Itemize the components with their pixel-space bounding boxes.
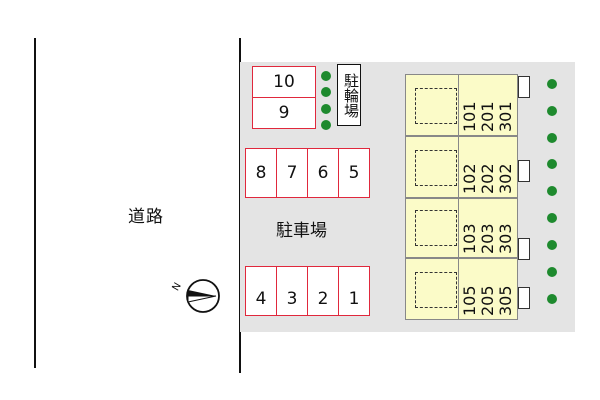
balcony-outline bbox=[415, 272, 457, 308]
building-wing bbox=[405, 74, 459, 136]
parking-label: 駐車場 bbox=[276, 221, 327, 241]
entrance-box bbox=[518, 76, 530, 98]
tree-icon bbox=[547, 79, 557, 89]
parking-space-5: 5 bbox=[338, 148, 370, 198]
room-305: 305 bbox=[496, 285, 515, 316]
parking-space-8: 8 bbox=[245, 148, 277, 198]
balcony-outline bbox=[415, 88, 457, 124]
room-103: 103 bbox=[460, 223, 479, 254]
tree-icon bbox=[547, 133, 557, 143]
balcony-outline bbox=[415, 150, 457, 186]
unit-room-numbers: 303 203 103 bbox=[458, 202, 518, 254]
room-302: 302 bbox=[496, 163, 515, 194]
svg-text:N: N bbox=[171, 281, 184, 293]
road-label: 道路 bbox=[128, 207, 164, 227]
tree-icon bbox=[547, 240, 557, 250]
tree-icon bbox=[321, 71, 331, 81]
parking-space-2: 2 bbox=[307, 266, 339, 316]
building-unit-column-1 bbox=[458, 74, 518, 136]
room-203: 203 bbox=[478, 223, 497, 254]
room-301: 301 bbox=[496, 101, 515, 132]
room-201: 201 bbox=[478, 101, 497, 132]
room-105: 105 bbox=[460, 285, 479, 316]
room-101: 101 bbox=[460, 101, 479, 132]
unit-room-numbers: 302 202 102 bbox=[458, 140, 518, 194]
bike-parking-label: 駐輪場 bbox=[337, 64, 361, 126]
building-unit-column-2 bbox=[458, 136, 518, 198]
room-205: 205 bbox=[478, 285, 497, 316]
parking-space-4: 4 bbox=[245, 266, 277, 316]
tree-icon bbox=[547, 267, 557, 277]
balcony-outline bbox=[415, 210, 457, 246]
tree-icon bbox=[547, 294, 557, 304]
entrance-box bbox=[518, 238, 530, 260]
tree-icon bbox=[547, 159, 557, 169]
parking-space-6: 6 bbox=[307, 148, 339, 198]
room-202: 202 bbox=[478, 163, 497, 194]
parking-space-3: 3 bbox=[276, 266, 308, 316]
tree-icon bbox=[321, 87, 331, 97]
tree-icon bbox=[321, 104, 331, 114]
parking-space-7: 7 bbox=[276, 148, 308, 198]
north-compass-icon: N bbox=[171, 279, 220, 313]
entrance-box bbox=[518, 287, 530, 309]
parking-space-1: 1 bbox=[338, 266, 370, 316]
room-303: 303 bbox=[496, 223, 515, 254]
building-unit-column-3 bbox=[458, 198, 518, 258]
tree-icon bbox=[547, 106, 557, 116]
bike-space-9: 9 bbox=[252, 97, 316, 129]
unit-room-numbers: 301 201 101 bbox=[458, 78, 518, 132]
tree-icon bbox=[547, 213, 557, 223]
tree-icon bbox=[321, 120, 331, 130]
room-102: 102 bbox=[460, 163, 479, 194]
road-edge-left bbox=[34, 38, 36, 368]
building-unit-column-4 bbox=[458, 258, 518, 320]
tree-icon bbox=[547, 186, 557, 196]
bike-space-10: 10 bbox=[252, 66, 316, 98]
entrance-box bbox=[518, 160, 530, 182]
unit-room-numbers: 305 205 105 bbox=[458, 262, 518, 316]
